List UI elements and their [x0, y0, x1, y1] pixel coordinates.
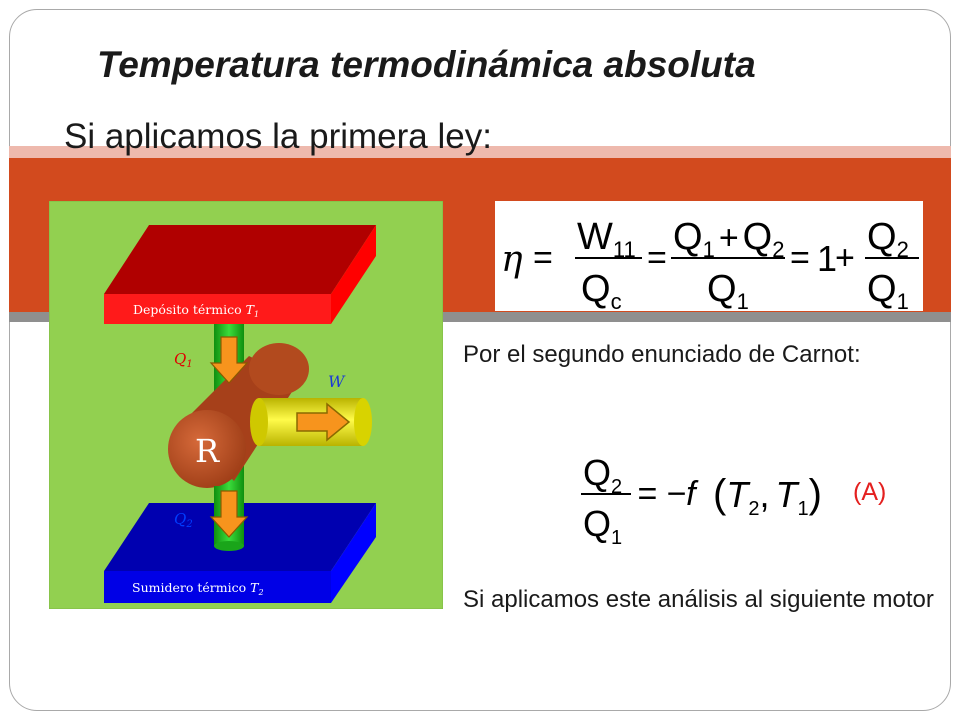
equals-1: = [533, 239, 553, 277]
engine-back-cap [249, 343, 309, 395]
cold-reservoir-side [331, 503, 376, 603]
frac3-denominator: Q1 [867, 268, 909, 311]
heat-engine-diagram: Depósito térmico T1 Sumidero térmico T2 … [49, 201, 443, 609]
frac3-numerator: Q2 [867, 216, 909, 262]
paragraph-carnot: Por el segundo enunciado de Carnot: [463, 341, 861, 368]
f2-args: (T2,T1) [713, 472, 822, 520]
slide-title: Temperatura termodinámica absoluta [97, 44, 756, 85]
f2-numerator: Q2 [583, 452, 622, 498]
work-arrow [296, 402, 351, 442]
carnot-formula: Q2 Q1 = −f (T2,T1) [575, 441, 827, 547]
slide-subtitle: Si aplicamos la primera ley: [64, 117, 492, 156]
plus: + [835, 239, 855, 277]
paragraph-analysis: Si aplicamos este análisis al siguiente … [463, 586, 934, 613]
equals-3: = [790, 239, 810, 277]
eta-symbol: η [501, 239, 523, 280]
header-band-highlight [9, 146, 951, 158]
equation-label-a: (A) [853, 478, 887, 506]
q2-label: Q2 [174, 510, 193, 530]
q2-arrow [209, 490, 249, 538]
hot-reservoir-label: Depósito térmico T1 [133, 302, 259, 319]
engine-r-label: R [195, 432, 220, 470]
q1-label: Q1 [174, 350, 193, 370]
f2-rhs: = −f [637, 475, 699, 513]
hot-reservoir-top [104, 225, 376, 294]
cold-reservoir-front [104, 571, 331, 603]
heat-pipe-lower-end [214, 541, 244, 551]
efficiency-formula: η = W11 Qc = Q1+Q2 Q1 = 1 + Q2 Q1 [495, 201, 923, 311]
engine-r-circle [168, 410, 246, 488]
one: 1 [817, 238, 837, 279]
q1-arrow [209, 336, 249, 384]
work-label: W [328, 372, 346, 391]
f2-denominator: Q1 [583, 503, 622, 547]
frac1-denominator: Qc [581, 268, 622, 311]
work-cylinder-start [250, 398, 268, 446]
equals-2: = [647, 239, 667, 277]
header-band-shadow [9, 312, 951, 322]
frac1-numerator: W11 [577, 216, 636, 262]
cold-reservoir-label: Sumidero térmico T2 [132, 580, 264, 597]
hot-reservoir-side [331, 225, 376, 324]
frac2-numerator: Q1+Q2 [673, 216, 784, 262]
hot-reservoir-front [104, 294, 331, 324]
frac2-denominator: Q1 [707, 268, 749, 311]
work-cylinder-end [354, 398, 372, 446]
